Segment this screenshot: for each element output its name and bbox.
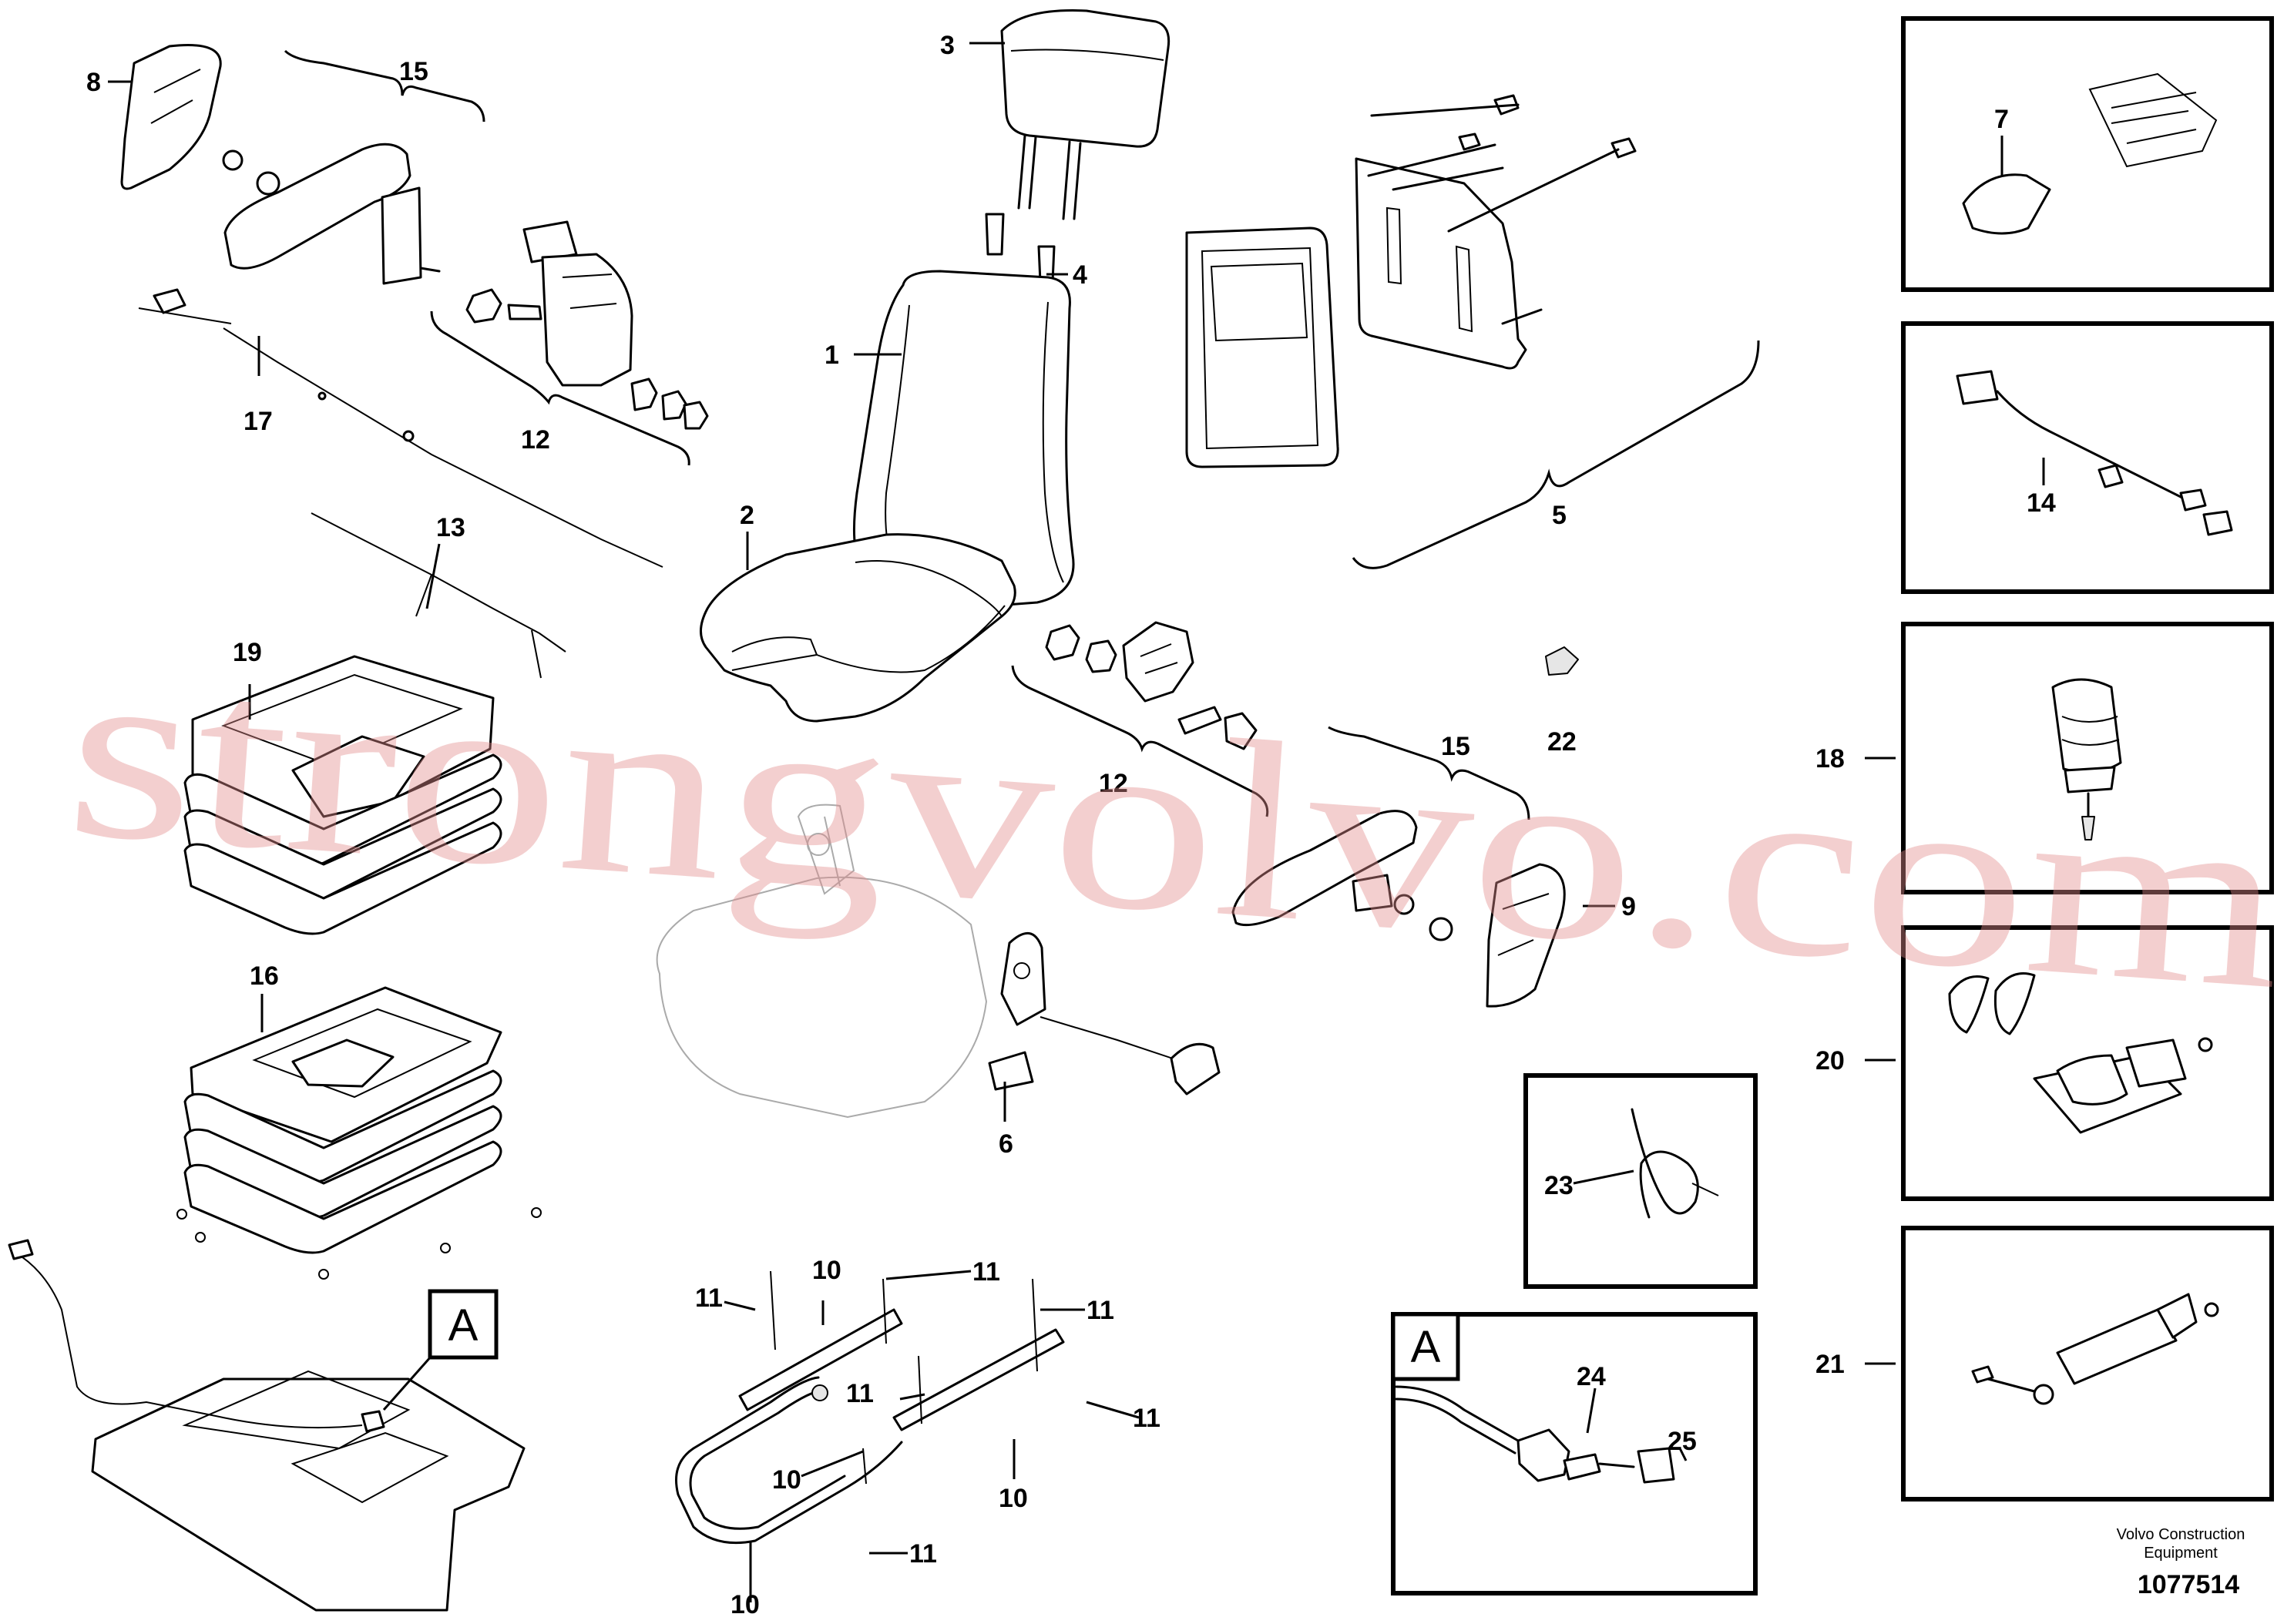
inset-box-7 [1901,16,2274,292]
brace-12-mid [1011,665,1269,817]
leader-lines [108,42,2045,1602]
detail-ref-letter: A [448,1300,479,1351]
callout-12-mid: 12 [1099,769,1128,798]
callout-10-a: 10 [812,1256,841,1285]
callout-20: 20 [1815,1046,1845,1075]
cable-17 [138,288,663,568]
callout-5: 5 [1552,501,1567,530]
suspension-19 [183,655,502,935]
callout-3: 3 [940,31,955,60]
callout-2: 2 [740,501,754,530]
rail-assembly [675,1270,1065,1545]
part-24-25-drawing [1395,1385,1675,1484]
callout-6: 6 [999,1129,1013,1159]
callout-1: 1 [825,341,839,370]
part-20-drawing [1948,972,2213,1134]
seat-assembly [700,9,1171,723]
callout-9: 9 [1621,892,1636,921]
armrest-top [120,43,441,285]
brace-15-mid [1328,726,1530,820]
footer-company-line1: Volvo Construction [2117,1526,2245,1543]
armrest-mid [1231,810,1566,1008]
callout-11-d: 11 [846,1379,874,1408]
cable-13 [311,512,566,679]
part-21-drawing [1971,1293,2219,1405]
callout-14: 14 [2027,488,2056,518]
seat-frame-ghost [656,804,1221,1119]
part-14-drawing [1956,370,2233,536]
callout-21: 21 [1815,1350,1845,1379]
callout-25: 25 [1668,1427,1697,1456]
knob-22 [1545,646,1579,676]
footer-company-line2: Equipment [2144,1545,2218,1562]
callout-19: 19 [233,638,262,667]
callout-23: 23 [1544,1171,1574,1200]
detail-ref-box [428,1289,499,1360]
callout-10-b: 10 [772,1465,801,1495]
callout-4: 4 [1073,260,1087,290]
seat-belt-top [465,220,709,430]
callout-11-b: 11 [972,1257,1000,1287]
part-23-drawing [1631,1108,1719,1219]
callout-11-f: 11 [909,1539,937,1569]
callout-10-c: 10 [999,1484,1028,1513]
callout-12-top: 12 [521,425,550,455]
callout-13: 13 [436,513,465,542]
callout-17: 17 [244,407,273,436]
brace-15-top [284,49,485,122]
inset-ref-letter: A [1411,1322,1441,1372]
brace-5 [1352,340,1760,569]
callout-10-d: 10 [731,1590,760,1619]
part-7-drawing [1962,72,2218,235]
callout-24: 24 [1577,1362,1606,1391]
inset-box-14 [1901,321,2274,594]
callout-22: 22 [1547,727,1577,757]
callout-18: 18 [1815,744,1845,773]
seat-belt-mid [1045,621,1258,750]
brace-12-top [430,310,690,466]
inset-ref-box [1391,1312,1460,1381]
callout-8: 8 [86,68,101,97]
base-plate [8,1239,526,1612]
doc-number: 1077514 [2138,1570,2239,1599]
callout-11-a: 11 [695,1283,723,1313]
callout-11-c: 11 [1087,1296,1114,1325]
callout-15-mid: 15 [1441,732,1470,761]
callout-7: 7 [1994,105,2009,134]
callout-15-top: 15 [399,57,428,86]
callout-11-e: 11 [1133,1404,1160,1433]
suspension-16 [176,986,542,1280]
panel-assembly [1185,94,1637,468]
callout-16: 16 [250,961,279,991]
part-18-drawing [2051,678,2122,841]
